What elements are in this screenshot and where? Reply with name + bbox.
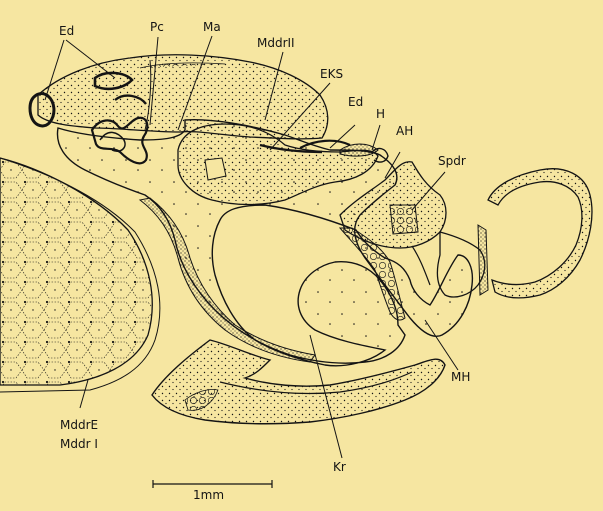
label-mddr2: MddrII	[257, 36, 295, 50]
label-mddre: MddrE	[60, 418, 98, 432]
label-ed-top: Ed	[59, 24, 74, 38]
label-h: H	[376, 107, 385, 121]
large-gland-mddre	[0, 158, 160, 392]
label-mh: MH	[451, 370, 470, 384]
label-kr: Kr	[333, 460, 346, 474]
scale-bar	[153, 480, 272, 488]
label-spdr: Spdr	[438, 154, 466, 168]
label-mddri: Mddr I	[60, 437, 98, 451]
upper-gland-mddr2	[38, 55, 328, 139]
label-ed-mid: Ed	[348, 95, 363, 109]
label-ah: AH	[396, 124, 413, 138]
label-pc: Pc	[150, 20, 164, 34]
label-ma: Ma	[203, 20, 221, 34]
right-tube-loop	[488, 169, 592, 298]
wall-band	[140, 198, 315, 362]
label-eks: EKS	[320, 67, 343, 81]
scale-bar-label: 1mm	[193, 488, 224, 502]
